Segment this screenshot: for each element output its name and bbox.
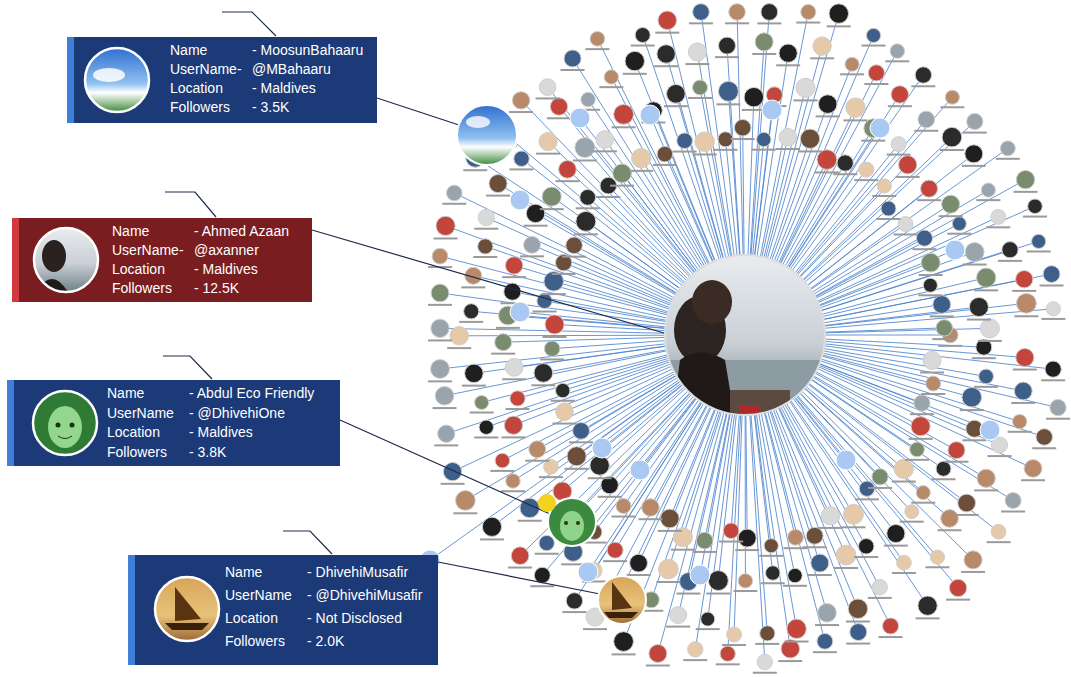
field-label: UserName [225, 584, 307, 607]
field-value: - @DhivehiOne [189, 404, 314, 424]
field-label: Followers [107, 443, 189, 463]
profile-callout: Name- Abdul Eco FriendlyUserName- @Dhive… [7, 380, 340, 466]
center-node [665, 255, 825, 420]
field-label: Followers [112, 279, 194, 298]
field-value: - Maldives [189, 423, 314, 443]
field-value: - Maldives [194, 260, 289, 279]
field-value: @MBahaaru [252, 60, 363, 79]
field-label: Location [107, 423, 189, 443]
field-value: - Maldives [252, 79, 363, 98]
field-value: - DhivehiMusafir [307, 561, 422, 584]
field-value: - 2.0K [307, 630, 422, 653]
field-label: Name [170, 41, 252, 60]
field-value: - 3.5K [252, 98, 363, 117]
field-value: - Abdul Eco Friendly [189, 384, 314, 404]
field-label: Followers [225, 630, 307, 653]
profile-callout: Name- MoosunBahaaruUserName-@MBahaaruLoc… [67, 37, 377, 123]
field-value: - Not Disclosed [307, 607, 422, 630]
field-label: UserName [107, 404, 189, 424]
avatar [19, 218, 119, 302]
field-value: - 3.8K [189, 443, 314, 463]
field-label: Location [225, 607, 307, 630]
avatar [135, 555, 235, 665]
field-grid: Name- MoosunBahaaruUserName-@MBahaaruLoc… [170, 41, 363, 117]
field-label: Location [112, 260, 194, 279]
field-label: Name [112, 222, 194, 241]
field-value: @axanner [194, 241, 289, 260]
field-label: Followers [170, 98, 252, 117]
field-label: Name [107, 384, 189, 404]
field-value: - MoosunBahaaru [252, 41, 363, 60]
field-grid: Name- Ahmed AzaanUserName-@axannerLocati… [112, 222, 289, 298]
profile-callout: Name- Ahmed AzaanUserName-@axannerLocati… [12, 218, 312, 302]
field-label: UserName- [170, 60, 252, 79]
field-label: Name [225, 561, 307, 584]
field-label: UserName- [112, 241, 194, 260]
field-value: - @DhivehiMusafir [307, 584, 422, 607]
field-grid: Name- DhivehiMusafirUserName- @DhivehiMu… [225, 561, 422, 653]
avatar [74, 37, 174, 123]
field-grid: Name- Abdul Eco FriendlyUserName- @Dhive… [107, 384, 314, 462]
field-value: - Ahmed Azaan [194, 222, 289, 241]
field-label: Location [170, 79, 252, 98]
profile-callout: Name- DhivehiMusafirUserName- @DhivehiMu… [128, 555, 438, 665]
avatar [14, 380, 114, 466]
field-value: - 12.5K [194, 279, 289, 298]
